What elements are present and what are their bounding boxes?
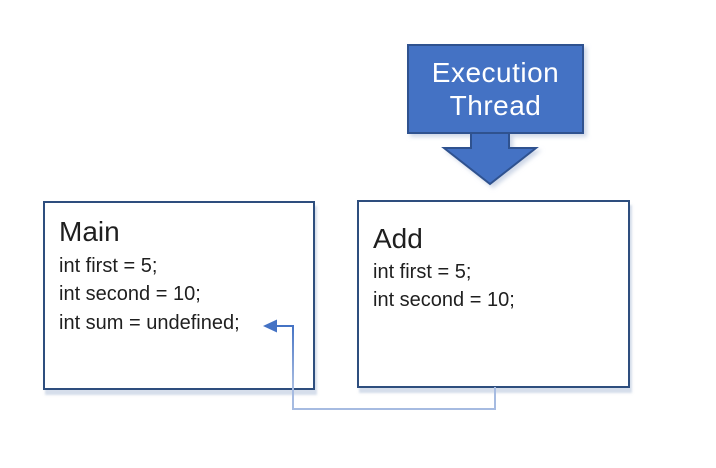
callout-line1: Execution	[431, 57, 560, 88]
main-code-line-2: int second = 10;	[59, 283, 201, 306]
callout-rect	[407, 44, 584, 134]
main-code-line-1: int first = 5;	[59, 255, 158, 277]
down-arrow-icon	[441, 130, 539, 186]
add-box: Add int first = 5; int second = 10;	[357, 200, 630, 388]
main-box-title: Main	[59, 216, 120, 247]
main-code-line-3: int sum = undefined;	[59, 311, 240, 334]
execution-thread-callout: Execution Thread	[400, 40, 600, 195]
add-code-line-1: int first = 5;	[373, 261, 472, 283]
add-code-line-2: int second = 10;	[373, 289, 515, 312]
down-arrow-callout-shape	[407, 44, 584, 186]
callout-line2: Thread	[449, 90, 542, 121]
add-box-title: Add	[373, 223, 423, 254]
main-box: Main int first = 5; int second = 10; int…	[43, 201, 315, 390]
callout-text: Execution Thread	[408, 47, 583, 131]
